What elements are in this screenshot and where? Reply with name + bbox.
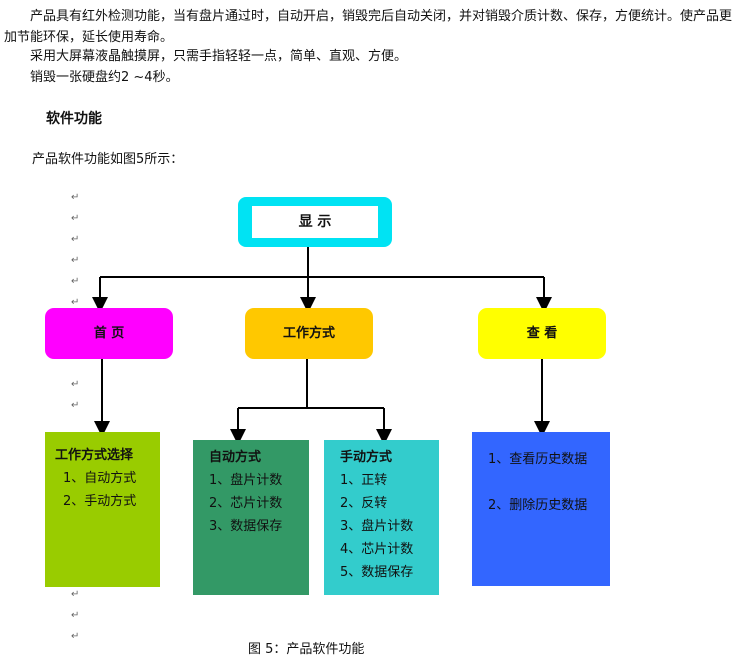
display-node-label: 显 示 [252,206,378,238]
history-node: 1、查看历史数据 2、删除历史数据 [472,432,610,586]
paragraph-mark: ↵ [71,589,80,600]
section-title: 软件功能 [46,111,102,127]
auto-mode-item: 3、数据保存 [209,519,283,534]
paragraph-mark: ↵ [71,297,80,308]
auto-mode-title: 自动方式 [209,450,262,465]
auto-mode-item: 1、盘片计数 [209,473,283,488]
intro-paragraph-1: 产品具有红外检测功能，当有盘片通过时，自动开启，销毁完后自动关闭，并对销毁介质计… [4,9,733,45]
view-node: 查 看 [478,308,606,359]
paragraph-mark: ↵ [71,400,80,411]
auto-mode-item: 2、芯片计数 [209,496,283,511]
manual-mode-item: 4、芯片计数 [340,542,414,557]
paragraph-mark: ↵ [71,213,80,224]
home-node: 首 页 [45,308,173,359]
history-item: 2、删除历史数据 [488,498,588,513]
section-intro: 产品软件功能如图5所示： [32,152,184,167]
manual-mode-node: 手动方式 1、正转 2、反转 3、盘片计数 4、芯片计数 5、数据保存 [324,440,439,595]
mode-select-item: 1、自动方式 [63,471,137,486]
display-node: 显 示 [238,197,392,247]
paragraph-mark: ↵ [71,234,80,245]
paragraph-mark: ↵ [71,255,80,266]
paragraph-mark: ↵ [71,610,80,621]
history-item: 1、查看历史数据 [488,452,588,467]
manual-mode-title: 手动方式 [340,450,393,465]
figure-caption: 图 5：产品软件功能 [248,642,365,657]
paragraph-mark: ↵ [71,276,80,287]
paragraph-mark: ↵ [71,631,80,642]
manual-mode-item: 2、反转 [340,496,388,511]
manual-mode-item: 1、正转 [340,473,388,488]
intro-paragraph-2: 采用大屏幕液晶触摸屏，只需手指轻轻一点，简单、直观、方便。 [30,49,408,64]
manual-mode-item: 5、数据保存 [340,565,414,580]
manual-mode-item: 3、盘片计数 [340,519,414,534]
mode-select-item: 2、手动方式 [63,494,137,509]
paragraph-mark: ↵ [71,192,80,203]
mode-select-node: 工作方式选择 1、自动方式 2、手动方式 [45,432,160,587]
paragraph-mark: ↵ [71,379,80,390]
work-mode-node: 工作方式 [245,308,373,359]
mode-select-title: 工作方式选择 [55,448,134,463]
intro-paragraph-3: 销毁一张硬盘约2 ~4秒。 [30,70,179,85]
auto-mode-node: 自动方式 1、盘片计数 2、芯片计数 3、数据保存 [193,440,309,595]
